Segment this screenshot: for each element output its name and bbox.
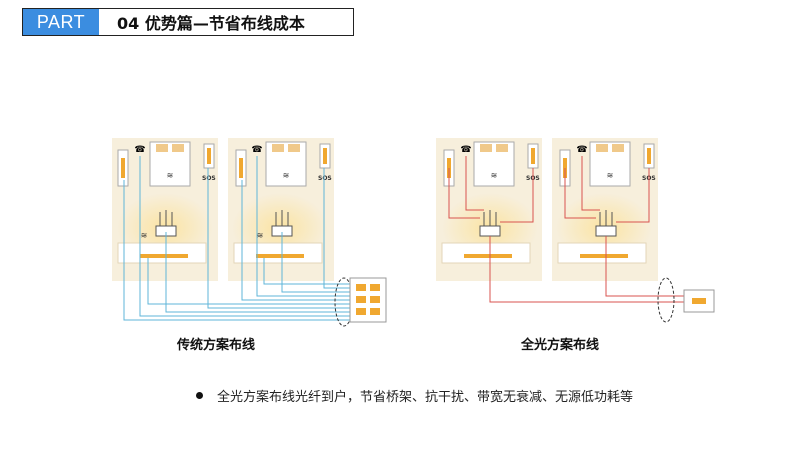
- phone-icon: ☎: [134, 145, 145, 155]
- wifi-icon: ≋: [167, 171, 174, 180]
- optical-caption: 全光方案布线: [521, 338, 600, 353]
- splitter-port: [692, 298, 706, 304]
- wifi-icon: ≋: [141, 231, 148, 240]
- wifi-icon: ≋: [607, 171, 614, 180]
- section-header: PART 04 优势篇—节省布线成本: [22, 8, 354, 36]
- fiber-cables: [448, 156, 686, 303]
- part-label: PART: [23, 9, 99, 35]
- sos-label: SOS: [318, 175, 332, 182]
- bullet-point: 全光方案布线光纤到户，节省桥架、抗干扰、带宽无衰减、无源低功耗等: [196, 386, 633, 405]
- wifi-icon: ≋: [491, 171, 498, 180]
- section-title: 04 优势篇—节省布线成本: [117, 14, 305, 33]
- traditional-cables: [123, 156, 350, 321]
- wifi-icon: ≋: [283, 171, 290, 180]
- traditional-floorplan: ☎ ☎ SOS SOS ≋ ≋ ≋ ≋: [112, 138, 334, 281]
- phone-icon: ☎: [251, 145, 262, 155]
- sos-label: SOS: [202, 175, 216, 182]
- distribution-panel: [349, 277, 387, 323]
- wifi-icon: ≋: [257, 231, 264, 240]
- panel-ports: [356, 284, 380, 315]
- phone-icon: ☎: [576, 145, 587, 155]
- bullet-text: 全光方案布线光纤到户，节省桥架、抗干扰、带宽无衰减、无源低功耗等: [217, 390, 634, 405]
- bullet-dot: [196, 392, 203, 399]
- traditional-caption: 传统方案布线: [177, 338, 256, 353]
- fiber-bundle-marker: [657, 277, 675, 323]
- phone-icon: ☎: [460, 145, 471, 155]
